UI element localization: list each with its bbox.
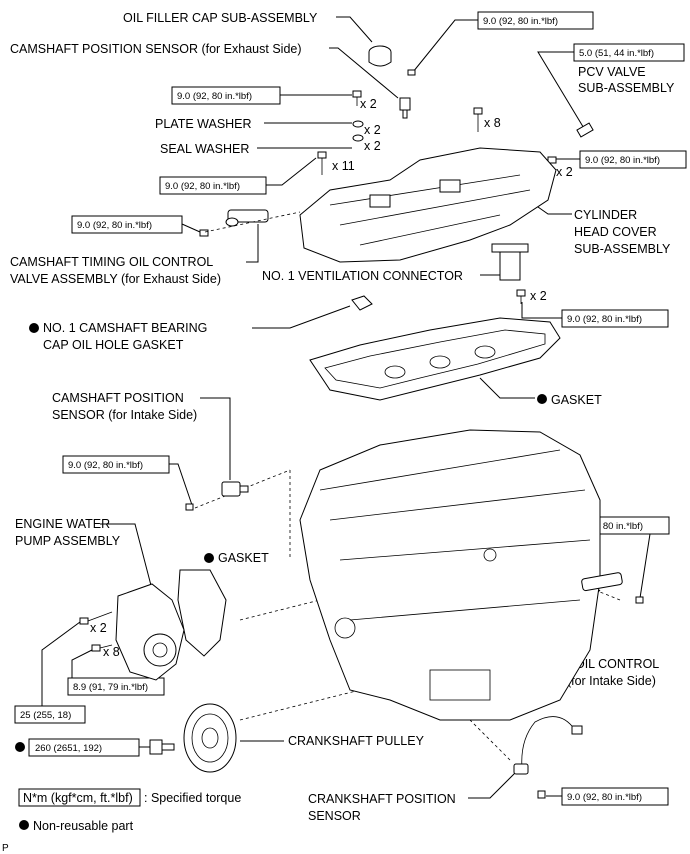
leader-crank-sensor [468, 771, 517, 799]
align-line-ocv [204, 211, 301, 233]
water-pump-part [115, 583, 185, 681]
label-water-pump-2: PUMP ASSEMBLY [15, 534, 121, 548]
non-reusable-mark-gasket-cover [537, 394, 547, 404]
leader-torque-top-right [412, 19, 478, 73]
torque-pcv: 5.0 (51, 44 in.*lbf) [579, 48, 654, 59]
align-line-pulley [239, 689, 361, 721]
torque-pump-short: 8.9 (91, 79 in.*lbf) [73, 682, 148, 693]
label-crankshaft-pulley: CRANKSHAFT PULLEY [288, 734, 425, 748]
label-seal-washer: SEAL WASHER [160, 142, 249, 156]
cover-gasket-part [309, 317, 561, 401]
torque-side-right: 9.0 (92, 80 in.*lbf) [585, 155, 660, 166]
non-reusable-mark-crank-pulley [15, 742, 25, 752]
label-ocv-exhaust-2: VALVE ASSEMBLY (for Exhaust Side) [10, 272, 221, 286]
torque-crank-pulley: 260 (2651, 192) [35, 743, 102, 754]
leader-torque-pump-long [41, 621, 81, 706]
label-cylinder-head-cover-1: CYLINDER [574, 208, 637, 222]
label-gasket-pump: GASKET [218, 551, 269, 565]
oil-filler-cap-part [368, 45, 392, 67]
leader-torque-ocv-exhaust [181, 223, 201, 233]
ocv-intake-part [581, 572, 623, 592]
non-reusable-mark-bearing-gasket [29, 323, 39, 333]
qty-pcv-side-bolt: x 2 [556, 165, 573, 179]
non-reusable-mark-gasket-pump [204, 553, 214, 563]
torque-top-right: 9.0 (92, 80 in.*lbf) [483, 16, 558, 27]
leader-torque-vent-connector [521, 302, 562, 319]
legend-non-reusable: Non-reusable part [33, 819, 134, 833]
crank-sensor-part [513, 716, 583, 775]
qty-pump-bolt-short: x 8 [103, 645, 120, 659]
torque-ocv-intake: 9.0 (92, 80 in.*lbf) [568, 521, 643, 532]
bearing-gasket-part [351, 295, 373, 311]
legend-torque-desc: : Specified torque [144, 791, 241, 805]
torque-box-pump-long [14, 705, 86, 724]
camshaft-sensor-intake-part [221, 481, 249, 497]
label-cylinder-head-cover-3: SUB-ASSEMBLY [574, 242, 671, 256]
torque-sensor-exhaust: 9.0 (92, 80 in.*lbf) [177, 91, 252, 102]
torque-ocv-exhaust: 9.0 (92, 80 in.*lbf) [77, 220, 152, 231]
torque-box-pump-short [67, 677, 165, 696]
cylinder-head-cover-part [299, 147, 557, 263]
torque-cover-bolts: 9.0 (92, 80 in.*lbf) [165, 181, 240, 192]
label-cylinder-head-cover-2: HEAD COVER [574, 225, 657, 239]
crankshaft-pulley-part [183, 703, 237, 773]
label-crank-sensor-1: CRANKSHAFT POSITION [308, 792, 456, 806]
qty-cover-bolts-8: x 8 [484, 116, 501, 130]
leader-bearing-gasket [252, 305, 351, 329]
leader-torque-pcv [537, 51, 586, 131]
crank-pulley-bolt-part [149, 739, 175, 755]
leader-oil-filler-cap [336, 16, 373, 43]
qty-seal-washer: x 2 [364, 139, 381, 153]
align-line-crank-sensor [439, 689, 511, 761]
leader-torque-cover-bolts [266, 157, 317, 186]
ocv-exhaust-part [225, 209, 269, 227]
align-line-pump [239, 599, 321, 621]
label-ocv-exhaust-1: CAMSHAFT TIMING OIL CONTROL [10, 255, 213, 269]
leader-torque-pump-short [71, 649, 93, 678]
leader-torque-ocv-intake [635, 533, 651, 599]
leader-gasket-cover [479, 377, 535, 399]
torque-crank-sensor: 9.0 (92, 80 in.*lbf) [567, 792, 642, 803]
qty-plate-washer-bolt: x 2 [360, 97, 377, 111]
qty-plate-washer: x 2 [364, 123, 381, 137]
label-pcv-valve-1: PCV VALVE [578, 65, 646, 79]
label-crank-sensor-2: SENSOR [308, 809, 361, 823]
label-bearing-gasket-1: NO. 1 CAMSHAFT BEARING [43, 321, 207, 335]
leader-camshaft-sensor-exhaust [329, 47, 399, 99]
align-line-intake-sensor [194, 469, 291, 509]
camshaft-sensor-exhaust-part [399, 97, 411, 119]
corner-mark: P [2, 843, 9, 854]
label-camshaft-sensor-exhaust: CAMSHAFT POSITION SENSOR (for Exhaust Si… [10, 42, 302, 56]
qty-cover-bolts-11: x 11 [332, 159, 355, 173]
qty-vent-bolt: x 2 [530, 289, 547, 303]
label-camshaft-sensor-intake-1: CAMSHAFT POSITION [52, 391, 184, 405]
ventilation-connector-part [491, 243, 529, 281]
bolts-group [185, 69, 644, 799]
label-oil-filler-cap: OIL FILLER CAP SUB-ASSEMBLY [123, 11, 318, 25]
leader-camshaft-sensor-intake [200, 397, 231, 480]
legend-torque-box [18, 788, 141, 807]
leader-torque-sensor-intake [169, 463, 193, 506]
legend-torque-unit: N*m (kgf*cm, ft.*lbf) [23, 791, 133, 805]
label-bearing-gasket-2: CAP OIL HOLE GASKET [43, 338, 184, 352]
torque-pump-long: 25 (255, 18) [20, 710, 71, 721]
torque-sensor-intake: 9.0 (92, 80 in.*lbf) [68, 460, 143, 471]
pcv-valve-part [576, 122, 594, 138]
legend-non-reusable-mark [19, 820, 29, 830]
leader-ocv-exhaust [246, 224, 259, 263]
label-camshaft-sensor-intake-2: SENSOR (for Intake Side) [52, 408, 197, 422]
label-pcv-valve-2: SUB-ASSEMBLY [578, 81, 675, 95]
label-gasket-cover: GASKET [551, 393, 602, 407]
label-plate-washer: PLATE WASHER [155, 117, 252, 131]
pump-bolts-part [79, 611, 113, 652]
torque-vent-connector: 9.0 (92, 80 in.*lbf) [567, 314, 642, 325]
qty-pump-bolt-long: x 2 [90, 621, 107, 635]
pump-gasket-part [177, 569, 227, 657]
label-water-pump-1: ENGINE WATER [15, 517, 110, 531]
label-ventilation-connector: NO. 1 VENTILATION CONNECTOR [262, 269, 463, 283]
engine-block-part [299, 429, 601, 721]
